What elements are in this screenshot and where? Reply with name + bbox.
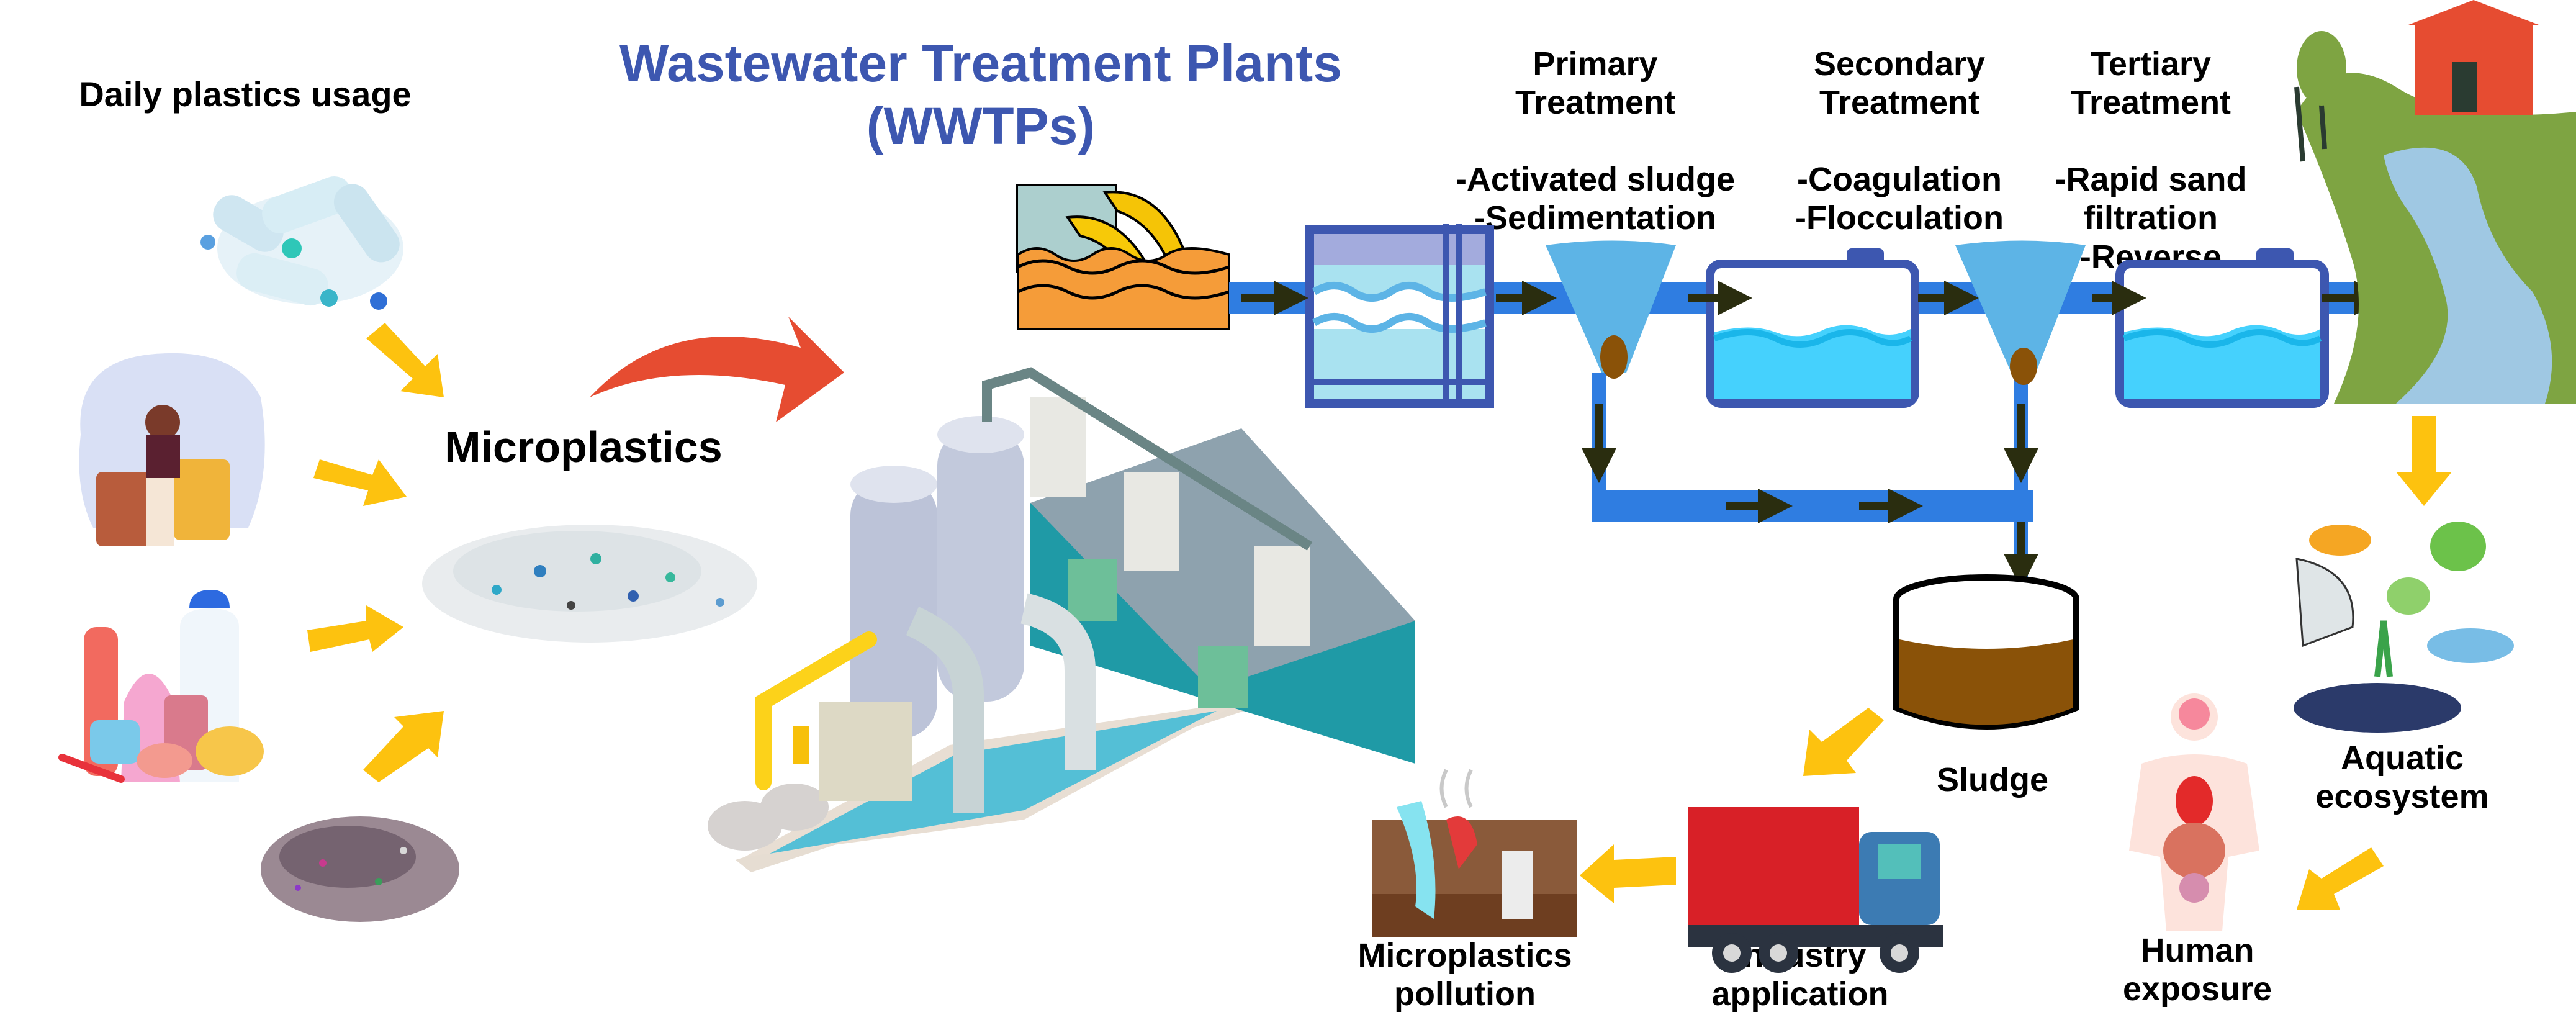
glitter-icon	[261, 816, 459, 922]
flow-arrows	[1241, 281, 2389, 589]
stage-secondary-title: Secondary Treatment	[1813, 45, 1986, 122]
plastic-bottles-icon	[200, 176, 403, 310]
human-body-icon	[2129, 693, 2259, 931]
microplastics-pollution-label: Microplastics pollution	[1358, 937, 1572, 1013]
secondary-tank-icon	[1706, 248, 1919, 408]
diagram-title: Wastewater Treatment Plants (WWTPs)	[484, 32, 1477, 158]
microplastics-pile-icon	[422, 525, 757, 643]
title-line-2: (WWTPs)	[866, 96, 1096, 155]
microplastics-label: Microplastics	[444, 423, 723, 471]
arrow-sludge-to-industry	[1803, 708, 1884, 776]
stage-secondary-steps: -Coagulation -Flocculation	[1795, 161, 2004, 237]
river-landscape-icon	[2294, 0, 2576, 404]
arrow-aquatic-to-human	[2297, 847, 2384, 910]
stage-secondary-label: Secondary Treatment -Coagulation -Floccu…	[1738, 6, 2061, 276]
arrow-microplastics-to-wwtp	[590, 317, 844, 422]
arrow-clothing-to-microplastics	[313, 459, 407, 506]
sludge-label: Sludge	[1936, 761, 2048, 798]
personal-care-products-icon	[58, 590, 264, 783]
title-line-1: Wastewater Treatment Plants	[619, 34, 1342, 93]
aquatic-ecosystem-label: Aquatic ecosystem	[2315, 739, 2489, 816]
arrow-glitter-to-microplastics	[363, 711, 444, 782]
wwtp-plant-icon	[708, 367, 1415, 872]
output-arrows	[1580, 416, 2452, 910]
sources-heading: Daily plastics usage	[79, 75, 412, 114]
clothing-icon	[79, 353, 265, 546]
source-arrows	[307, 323, 444, 782]
stage-tertiary-title: Tertiary Treatment	[2070, 45, 2231, 122]
stage-primary-label: Primary Treatment -Activated sludge -Sed…	[1415, 6, 1775, 276]
sludge-container-icon	[1893, 574, 2079, 730]
primary-tank-icon	[1305, 224, 1494, 408]
arrow-river-to-aquatic	[2396, 416, 2452, 506]
clarifier-cone-2-icon	[1955, 240, 2086, 385]
truck-icon	[1688, 807, 1943, 973]
arrow-bottles-to-microplastics	[366, 323, 444, 397]
clarifier-cone-1-icon	[1546, 240, 1676, 379]
arrow-care-to-microplastics	[307, 605, 403, 652]
tertiary-tank-icon	[2115, 248, 2329, 408]
polluted-soil-icon	[1372, 769, 1577, 937]
aquatic-ecosystem-icon	[2294, 522, 2514, 733]
wastewater-outfall-icon	[1016, 184, 1230, 330]
stage-primary-steps: -Activated sludge -Sedimentation	[1455, 161, 1736, 237]
stage-primary-title: Primary Treatment	[1515, 45, 1676, 122]
human-exposure-label: Human exposure	[2122, 932, 2272, 1008]
arrow-industry-to-pollution	[1580, 844, 1676, 903]
